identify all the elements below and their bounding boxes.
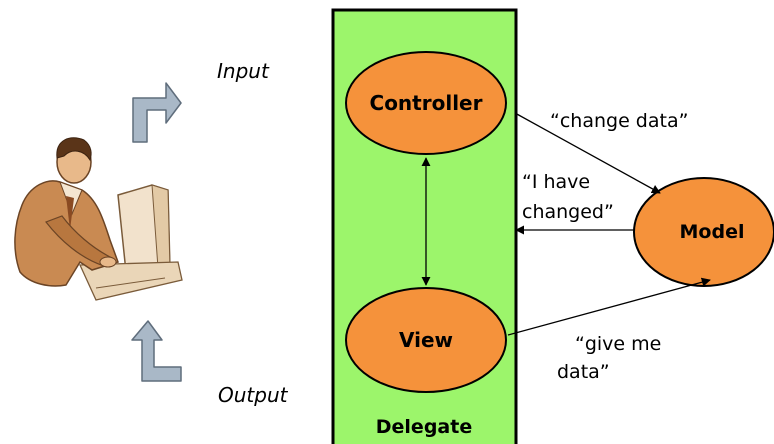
- give-me-data-line1: “give me: [575, 333, 661, 355]
- i-have-changed-line2: changed”: [522, 201, 614, 223]
- controller-label: Controller: [370, 91, 483, 115]
- bent-arrow-up-left-icon: [131, 320, 182, 382]
- change-data-label: “change data”: [550, 110, 688, 132]
- person-at-computer-icon: [14, 137, 183, 301]
- controller-node: [345, 51, 507, 155]
- output-label: Output: [218, 383, 289, 407]
- bent-arrow-up-right-icon: [132, 82, 182, 143]
- i-have-changed-line1: “I have: [522, 171, 590, 193]
- view-node: [345, 287, 507, 393]
- input-label: Input: [217, 59, 270, 83]
- model-label: Model: [680, 221, 745, 243]
- give-me-data-arrow: [507, 277, 711, 336]
- delegate-label: Delegate: [376, 416, 472, 438]
- view-label: View: [399, 328, 453, 352]
- give-me-data-line2: data”: [557, 361, 610, 383]
- change-data-arrow: [514, 112, 661, 194]
